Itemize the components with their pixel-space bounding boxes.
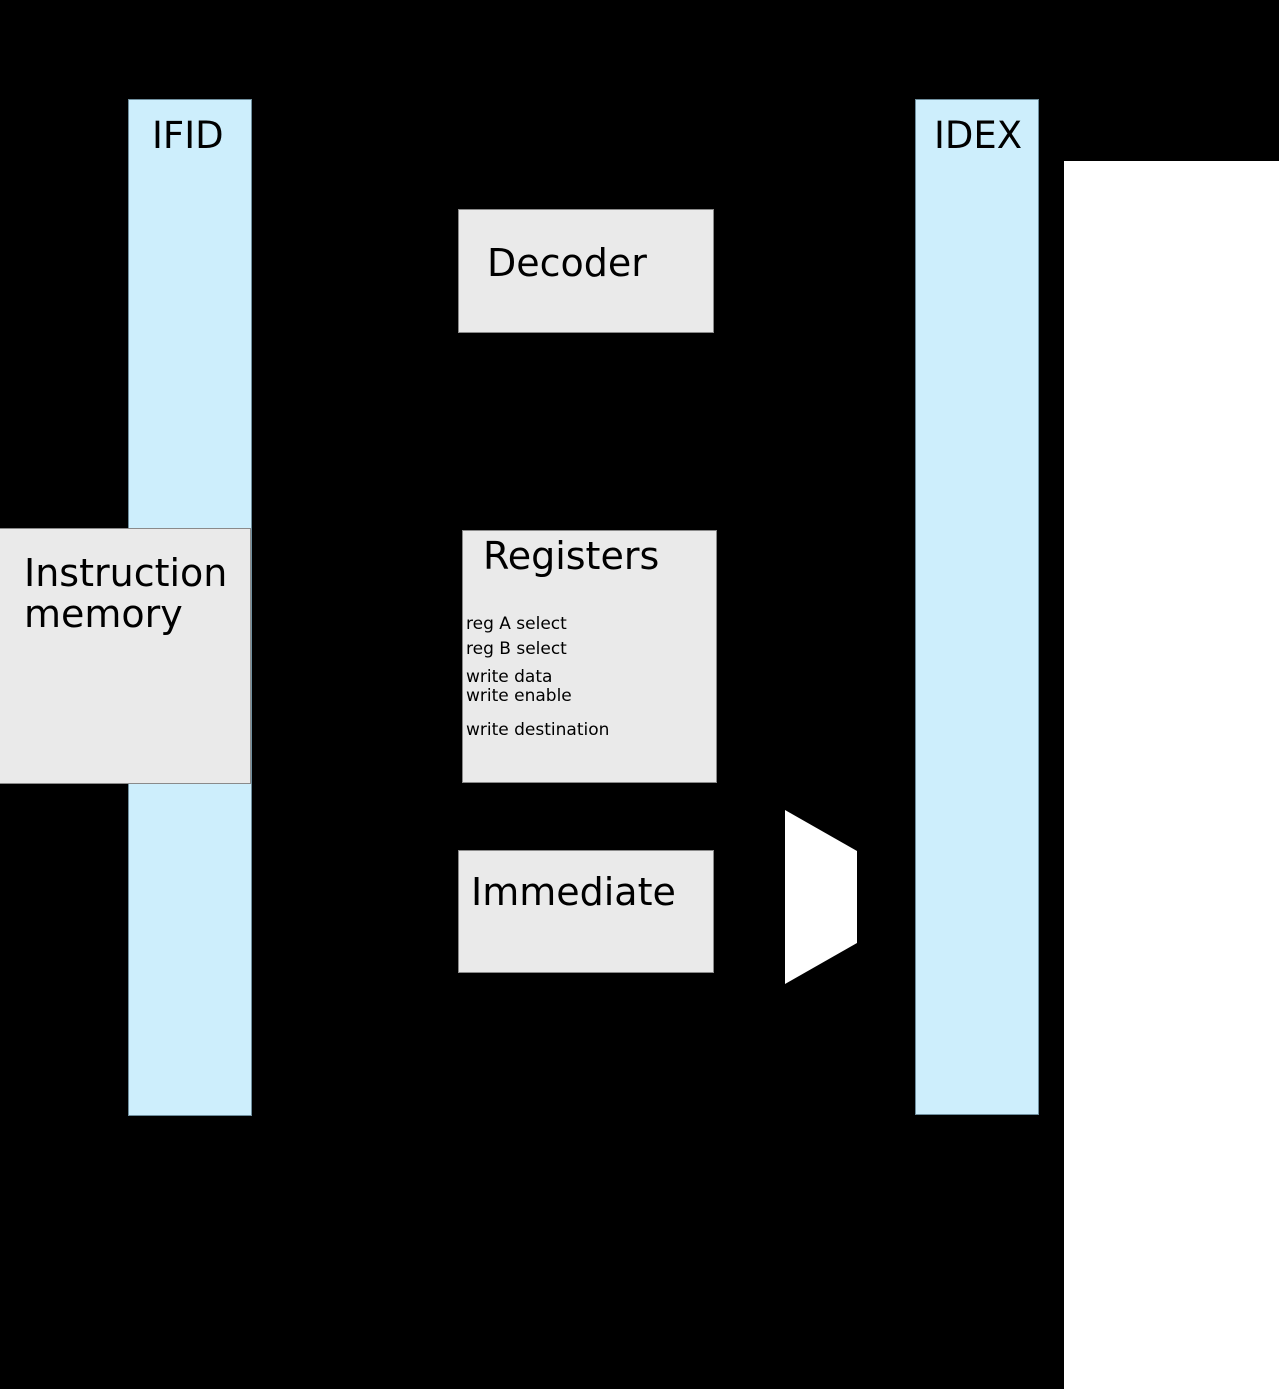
register-port-label: write data xyxy=(466,667,553,687)
pipeline-register-ifid-label: IFID xyxy=(152,114,224,157)
register-port-label: reg A select xyxy=(466,614,567,634)
background-panel xyxy=(1064,161,1279,1389)
unit-instruction-memory-title: Instruction memory xyxy=(24,551,228,637)
multiplexer-operand[interactable] xyxy=(785,810,857,984)
unit-decoder[interactable] xyxy=(458,209,714,333)
pipeline-register-idex-label: IDEX xyxy=(934,114,1023,157)
unit-registers[interactable] xyxy=(462,530,717,783)
unit-registers-title: Registers xyxy=(483,534,660,578)
register-port-label: write destination xyxy=(466,720,610,740)
register-port-label: reg B select xyxy=(466,639,567,659)
unit-decoder-title: Decoder xyxy=(487,241,647,285)
unit-instruction-memory[interactable] xyxy=(0,528,251,784)
pipeline-register-idex[interactable] xyxy=(915,99,1039,1115)
unit-immediate-title: Immediate xyxy=(471,870,676,914)
register-port-label: write enable xyxy=(466,686,572,706)
multiplexer-shape xyxy=(785,810,857,984)
unit-immediate[interactable] xyxy=(458,850,714,973)
